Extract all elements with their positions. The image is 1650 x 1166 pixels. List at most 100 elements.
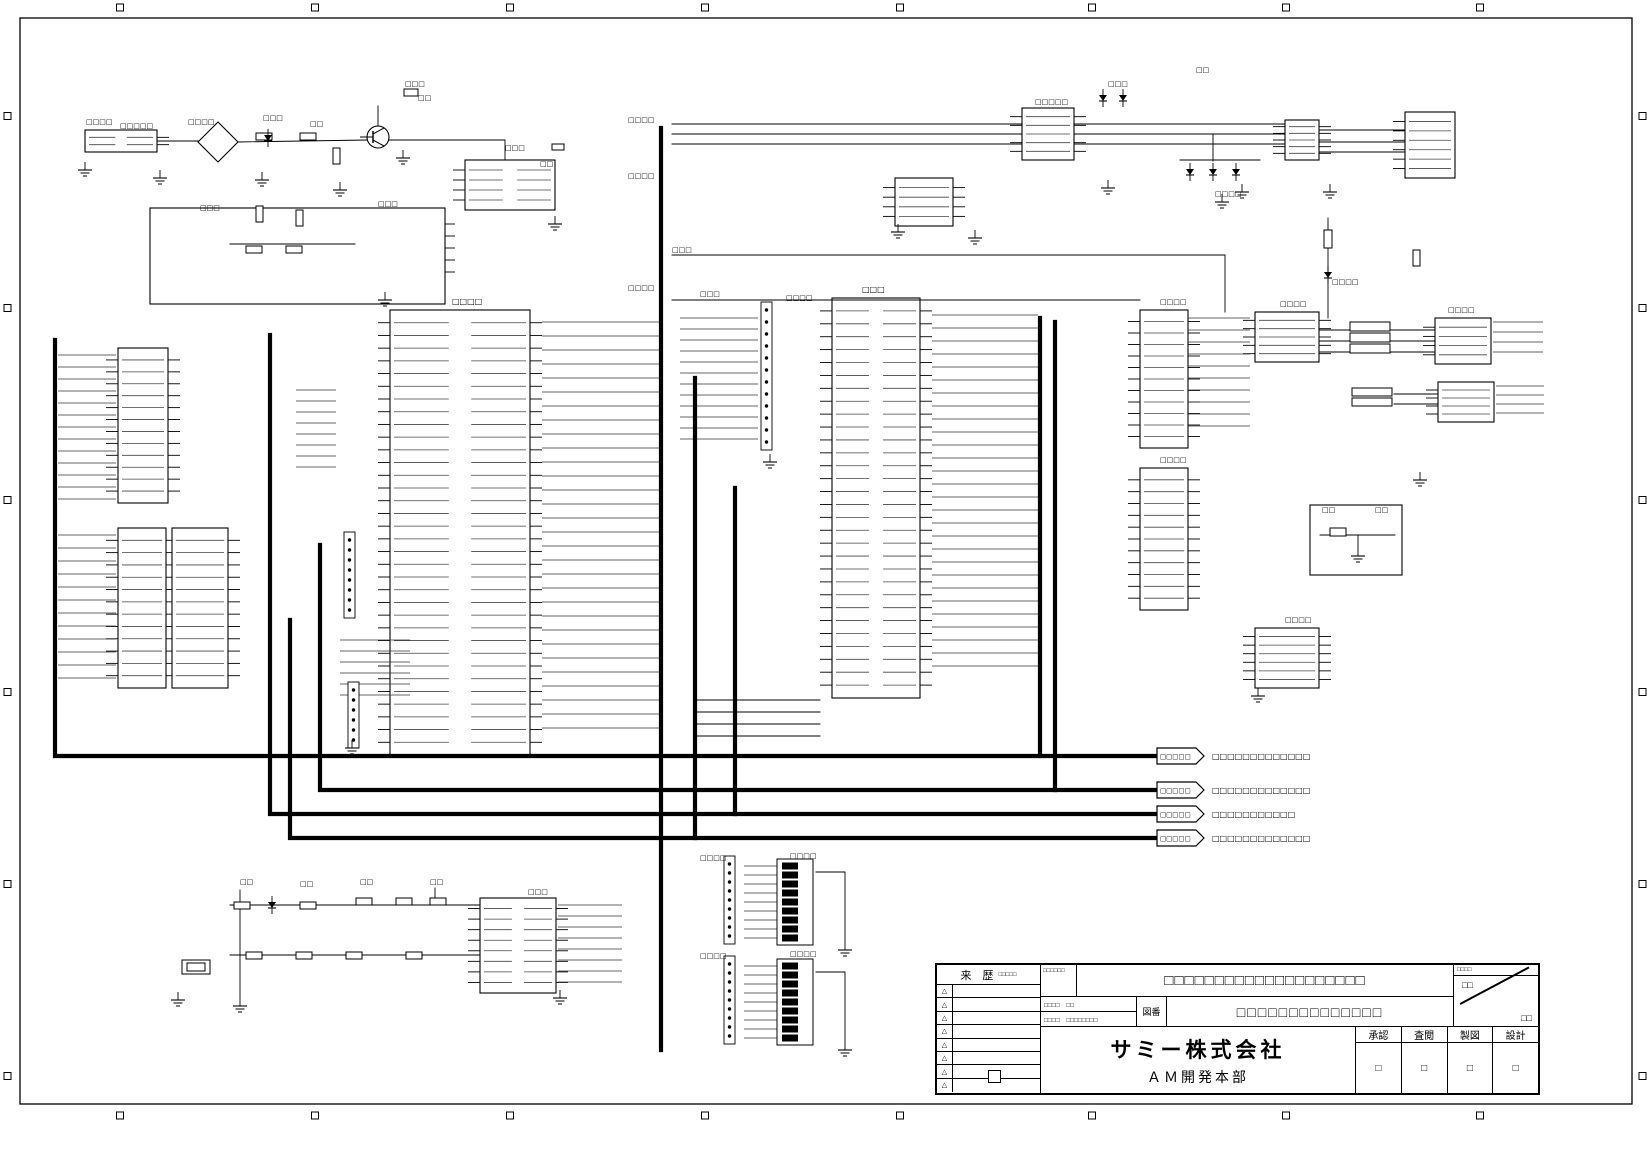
title-block-main: □□□□□□ □□□□□□□□□□□□□□□□□□□□ □□□□ □□ □□ □… bbox=[1041, 965, 1538, 1093]
approval-column: 承認 □ bbox=[1356, 1027, 1402, 1093]
pin-dot bbox=[347, 558, 352, 562]
pin-header bbox=[760, 301, 773, 451]
ref-label: □□□□ bbox=[700, 854, 726, 862]
history-row: △ bbox=[937, 1038, 1040, 1052]
resistor-icon bbox=[403, 88, 419, 97]
drawing-number-label: 図番 bbox=[1137, 997, 1167, 1026]
net-flag-desc: □□□□□□□□□□□□□ bbox=[1212, 834, 1310, 843]
ic-block bbox=[389, 309, 531, 756]
dip-switch-icon bbox=[782, 925, 798, 933]
frame-tick-top bbox=[116, 3, 124, 12]
division-name: ＡＭ開発本部 bbox=[1147, 1068, 1249, 1085]
resistor-icon bbox=[429, 897, 447, 906]
frame-tick-left bbox=[3, 688, 12, 696]
ic-block bbox=[117, 527, 167, 689]
revision-triangle-icon: △ bbox=[937, 1011, 953, 1025]
frame-tick-right bbox=[1638, 304, 1647, 312]
ref-label: □□ bbox=[430, 878, 443, 886]
frame-tick-left bbox=[3, 112, 12, 120]
revision-history-header: 来 歴 □□□□□ bbox=[937, 965, 1040, 985]
dip-switch-icon bbox=[782, 962, 798, 970]
ref-label: □□□ bbox=[700, 290, 720, 298]
dip-switch-icon bbox=[782, 880, 798, 888]
ref-label: □□□□ bbox=[188, 118, 214, 126]
dip-switch-icon bbox=[782, 862, 798, 870]
title-row: □□□□□□ □□□□□□□□□□□□□□□□□□□□ bbox=[1041, 965, 1453, 997]
dip-switch-icon bbox=[782, 980, 798, 988]
ref-label: □□ bbox=[1196, 66, 1209, 74]
diode-icon bbox=[1209, 169, 1217, 175]
diode-icon bbox=[1099, 95, 1107, 101]
pin-dot bbox=[727, 862, 732, 866]
ic-block bbox=[464, 159, 556, 211]
net-flag-label: □□□□□ bbox=[1160, 835, 1191, 843]
info-cells: □□□□ □□ □□□□ □□□□□□□□ bbox=[1041, 997, 1137, 1026]
frame-tick-right bbox=[1638, 880, 1647, 888]
ref-label: □□□ bbox=[378, 200, 398, 208]
frame-tick-bottom bbox=[896, 1111, 904, 1120]
document-title: □□□□□□□□□□□□□□□□□□□□ bbox=[1164, 972, 1366, 989]
resistor-icon bbox=[1349, 332, 1391, 343]
ref-label: □□□□ bbox=[700, 952, 726, 960]
dip-switch-icon bbox=[782, 989, 798, 997]
pin-dot bbox=[347, 608, 352, 612]
history-row: △ bbox=[937, 1011, 1040, 1026]
pin-dot bbox=[727, 907, 732, 911]
pin-dot bbox=[727, 925, 732, 929]
wire bbox=[237, 139, 368, 143]
ref-label: □□□□ bbox=[1280, 300, 1306, 308]
ref-label: □□ bbox=[300, 880, 313, 888]
frame-tick-right bbox=[1638, 1072, 1647, 1080]
ref-label: □□ bbox=[240, 878, 253, 886]
frame-tick-left bbox=[3, 1072, 12, 1080]
approval-column: 製図 □ bbox=[1447, 1027, 1494, 1093]
ref-label: □□□□ bbox=[628, 172, 654, 180]
net-flag-label: □□□□□ bbox=[1160, 811, 1191, 819]
resistor-icon bbox=[345, 951, 363, 960]
pin-dot bbox=[347, 578, 352, 582]
dip-switch-icon bbox=[782, 971, 798, 979]
revision-triangle-icon: △ bbox=[937, 1025, 953, 1038]
dip-switch-icon bbox=[782, 1025, 798, 1033]
approval-stamp: □ bbox=[1375, 1062, 1382, 1074]
ref-label: □□□ bbox=[1108, 80, 1128, 88]
bus-line bbox=[267, 332, 1158, 817]
company-cell: サミー株式会社 ＡＭ開発本部 bbox=[1041, 1027, 1356, 1093]
wire bbox=[815, 871, 846, 943]
pin-dot bbox=[764, 332, 769, 336]
ic-block bbox=[1309, 504, 1403, 576]
ic-block bbox=[1437, 381, 1495, 423]
pin-dot bbox=[347, 568, 352, 572]
diode-icon bbox=[1186, 169, 1194, 175]
resistor-icon bbox=[1351, 397, 1393, 407]
frame-tick-top bbox=[506, 3, 514, 12]
title-small-label: □□□□□□ bbox=[1041, 965, 1077, 996]
pin-dot bbox=[764, 428, 769, 432]
company-name: サミー株式会社 bbox=[1110, 1038, 1286, 1062]
ic-block bbox=[831, 297, 921, 699]
scale-cell: □□□□ □□ □□ bbox=[1453, 965, 1538, 1027]
pin-dot bbox=[727, 1007, 732, 1011]
ref-label: □□□□ bbox=[86, 118, 112, 126]
ref-label: □□□□ bbox=[790, 950, 816, 958]
dip-switch-icon bbox=[782, 907, 798, 915]
resistor-icon bbox=[295, 209, 304, 227]
dip-switch-icon bbox=[782, 898, 798, 906]
ref-label: □□□□□ bbox=[120, 122, 153, 130]
resistor-icon bbox=[1349, 321, 1391, 332]
history-label: 来 歴 bbox=[960, 969, 994, 982]
ref-label: □□□ bbox=[263, 114, 283, 122]
resistor-icon bbox=[255, 132, 273, 141]
frame-tick-bottom bbox=[311, 1111, 319, 1120]
resistor-icon bbox=[285, 245, 303, 254]
wire bbox=[388, 139, 506, 161]
frame-tick-right bbox=[1638, 688, 1647, 696]
ref-label: □□□ bbox=[200, 204, 220, 212]
page-marker-box bbox=[988, 1070, 1001, 1083]
dip-switch-icon bbox=[782, 998, 798, 1006]
ref-label: □□□□ bbox=[628, 116, 654, 124]
ic-block bbox=[479, 897, 557, 994]
ref-label: □□□□ bbox=[1448, 306, 1474, 314]
frame-tick-left bbox=[3, 880, 12, 888]
